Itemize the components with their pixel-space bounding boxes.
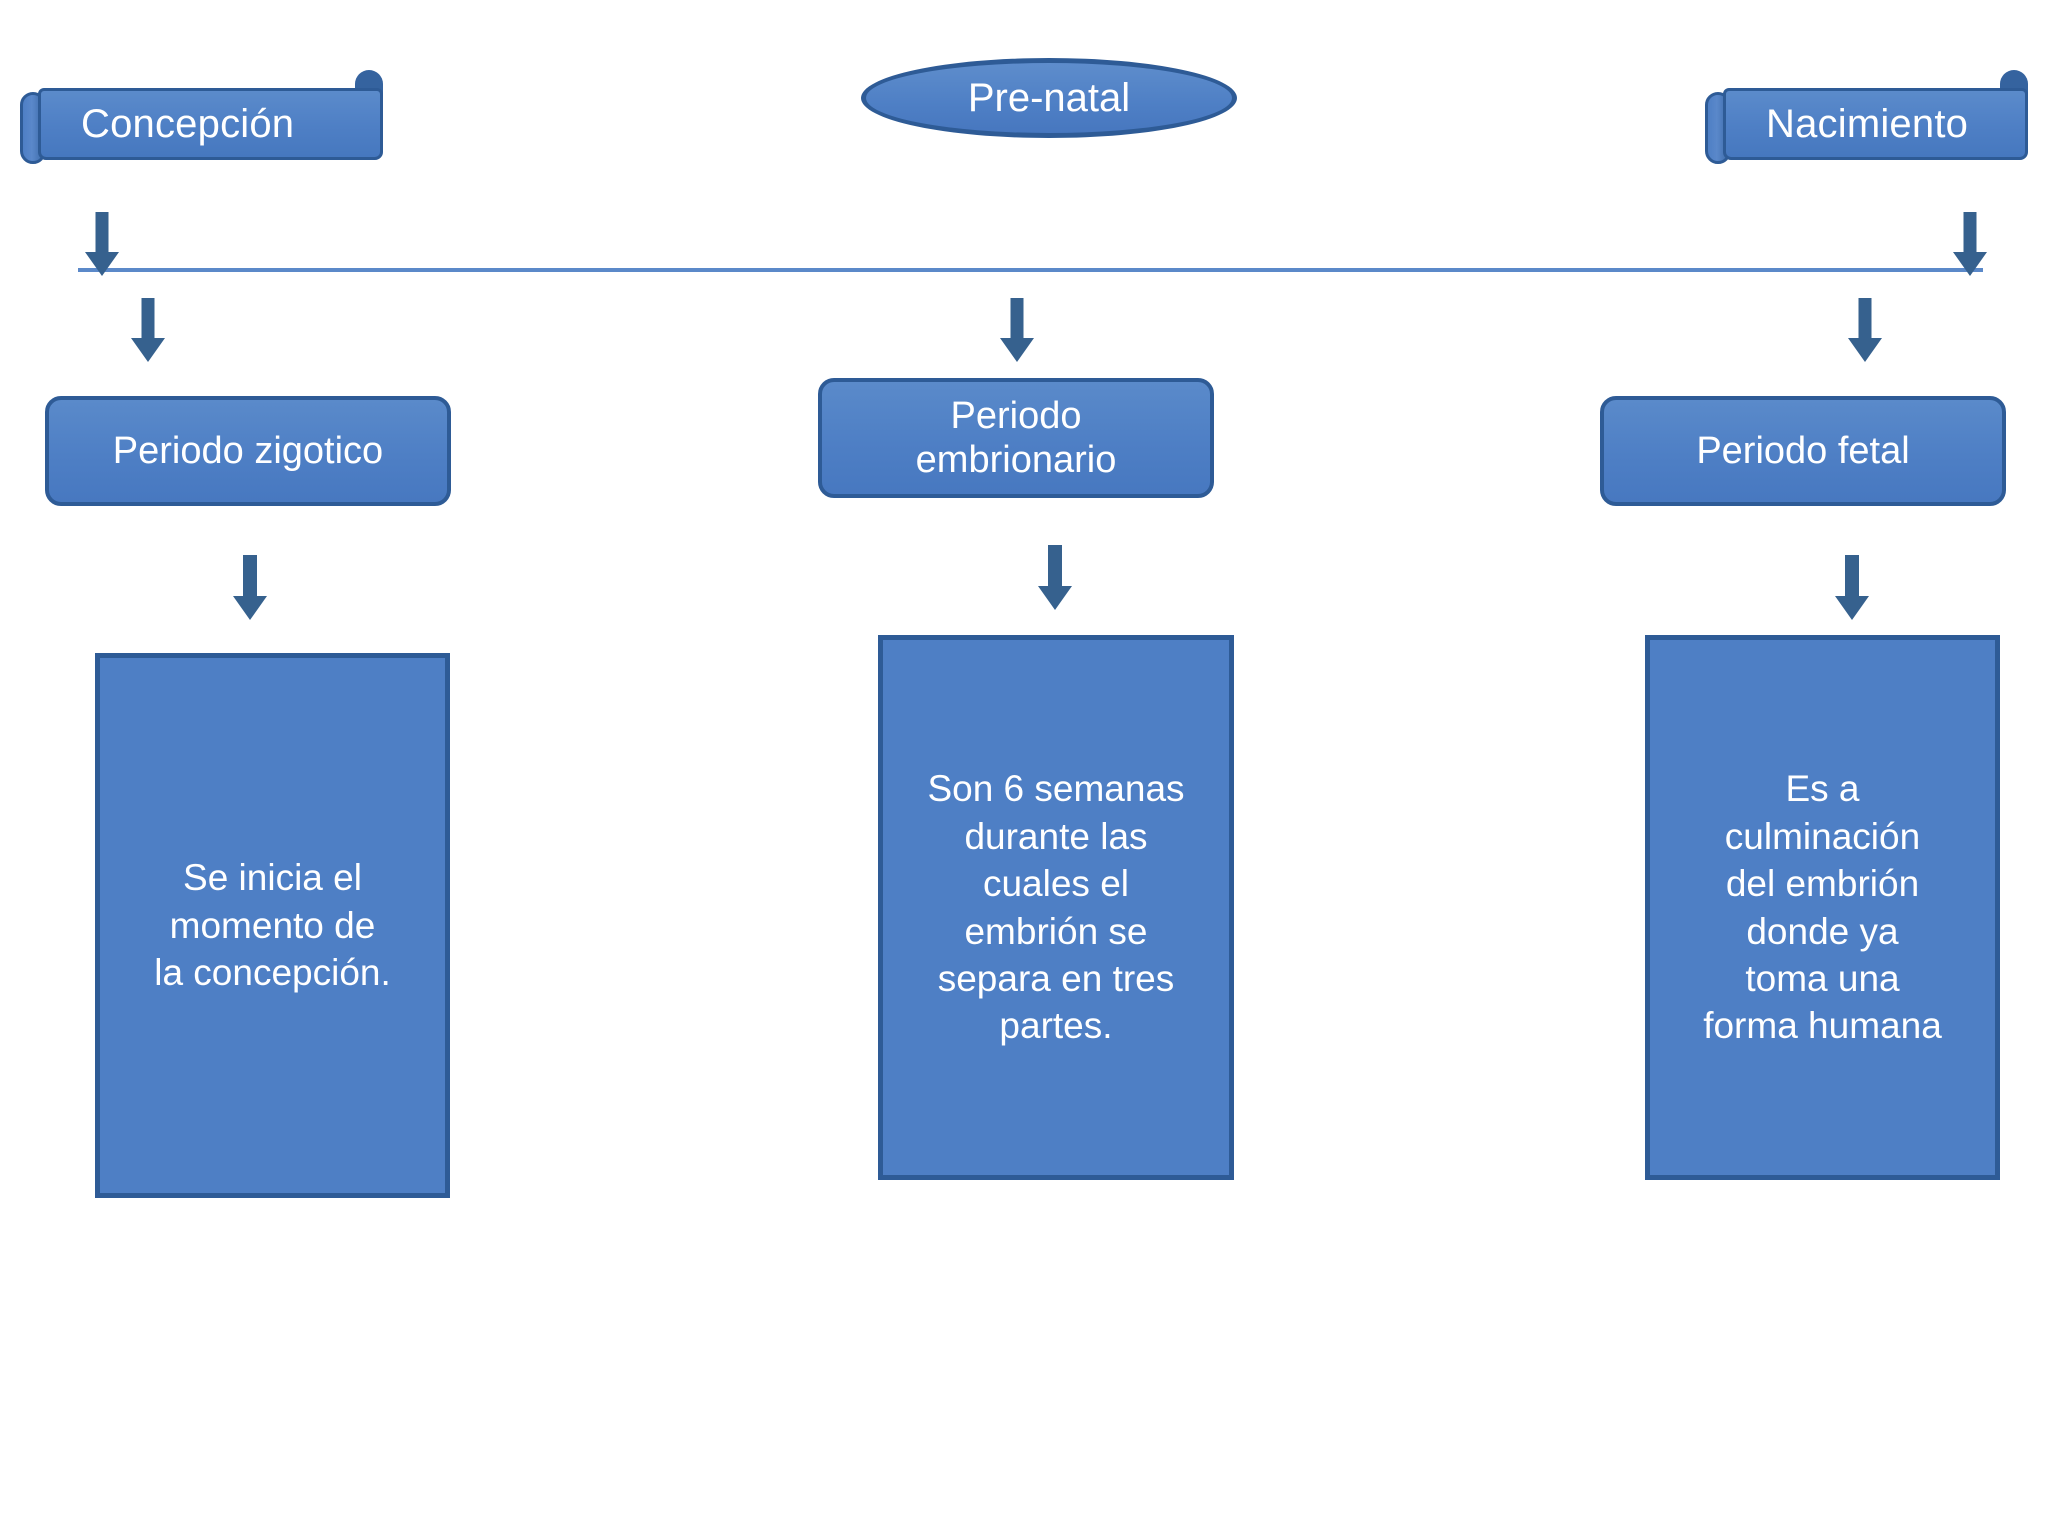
arrow-timeline-to-periodo-embrionario	[997, 298, 1037, 362]
milestone-label-nacimiento: Nacimiento	[1766, 101, 1969, 146]
description-text-fetal: Es a culminación del embrión donde ya to…	[1703, 768, 1942, 1047]
milestone-flag-nacimiento[interactable]: Nacimiento	[1705, 70, 2028, 164]
period-box-zigotico[interactable]: Periodo zigotico	[45, 396, 451, 506]
arrow-timeline-to-periodo-fetal	[1845, 298, 1885, 362]
arrow-fetal-to-description	[1832, 555, 1872, 620]
milestone-label-concepcion: Concepción	[81, 101, 295, 146]
arrow-embrionario-to-description	[1035, 545, 1075, 610]
arrow-nacimiento-to-timeline	[1950, 212, 1990, 276]
period-label-fetal: Periodo fetal	[1696, 429, 1910, 472]
period-box-embrionario[interactable]: Periodo embrionario	[818, 378, 1214, 498]
milestone-flag-concepcion[interactable]: Concepción	[20, 70, 383, 164]
flag-body: Nacimiento	[1723, 88, 2028, 160]
title-label-prenatal: Pre-natal	[967, 75, 1131, 120]
description-text-zigotico: Se inicia el momento de la concepción.	[154, 857, 391, 994]
arrow-zigotico-to-description	[230, 555, 270, 620]
flag-body: Concepción	[38, 88, 383, 160]
period-box-fetal[interactable]: Periodo fetal	[1600, 396, 2006, 506]
arrow-timeline-to-periodo-zigotico	[128, 298, 168, 362]
description-box-embrionario[interactable]: Son 6 semanas durante las cuales el embr…	[878, 635, 1234, 1180]
description-box-fetal[interactable]: Es a culminación del embrión donde ya to…	[1645, 635, 2000, 1180]
description-text-embrionario: Son 6 semanas durante las cuales el embr…	[927, 768, 1185, 1047]
period-label-zigotico: Periodo zigotico	[112, 429, 384, 472]
description-box-zigotico[interactable]: Se inicia el momento de la concepción.	[95, 653, 450, 1198]
period-label-embrionario: Periodo embrionario	[915, 394, 1117, 481]
arrow-concepcion-to-timeline	[82, 212, 122, 276]
title-ellipse-prenatal[interactable]: Pre-natal	[861, 58, 1237, 138]
timeline-axis	[78, 268, 1983, 272]
